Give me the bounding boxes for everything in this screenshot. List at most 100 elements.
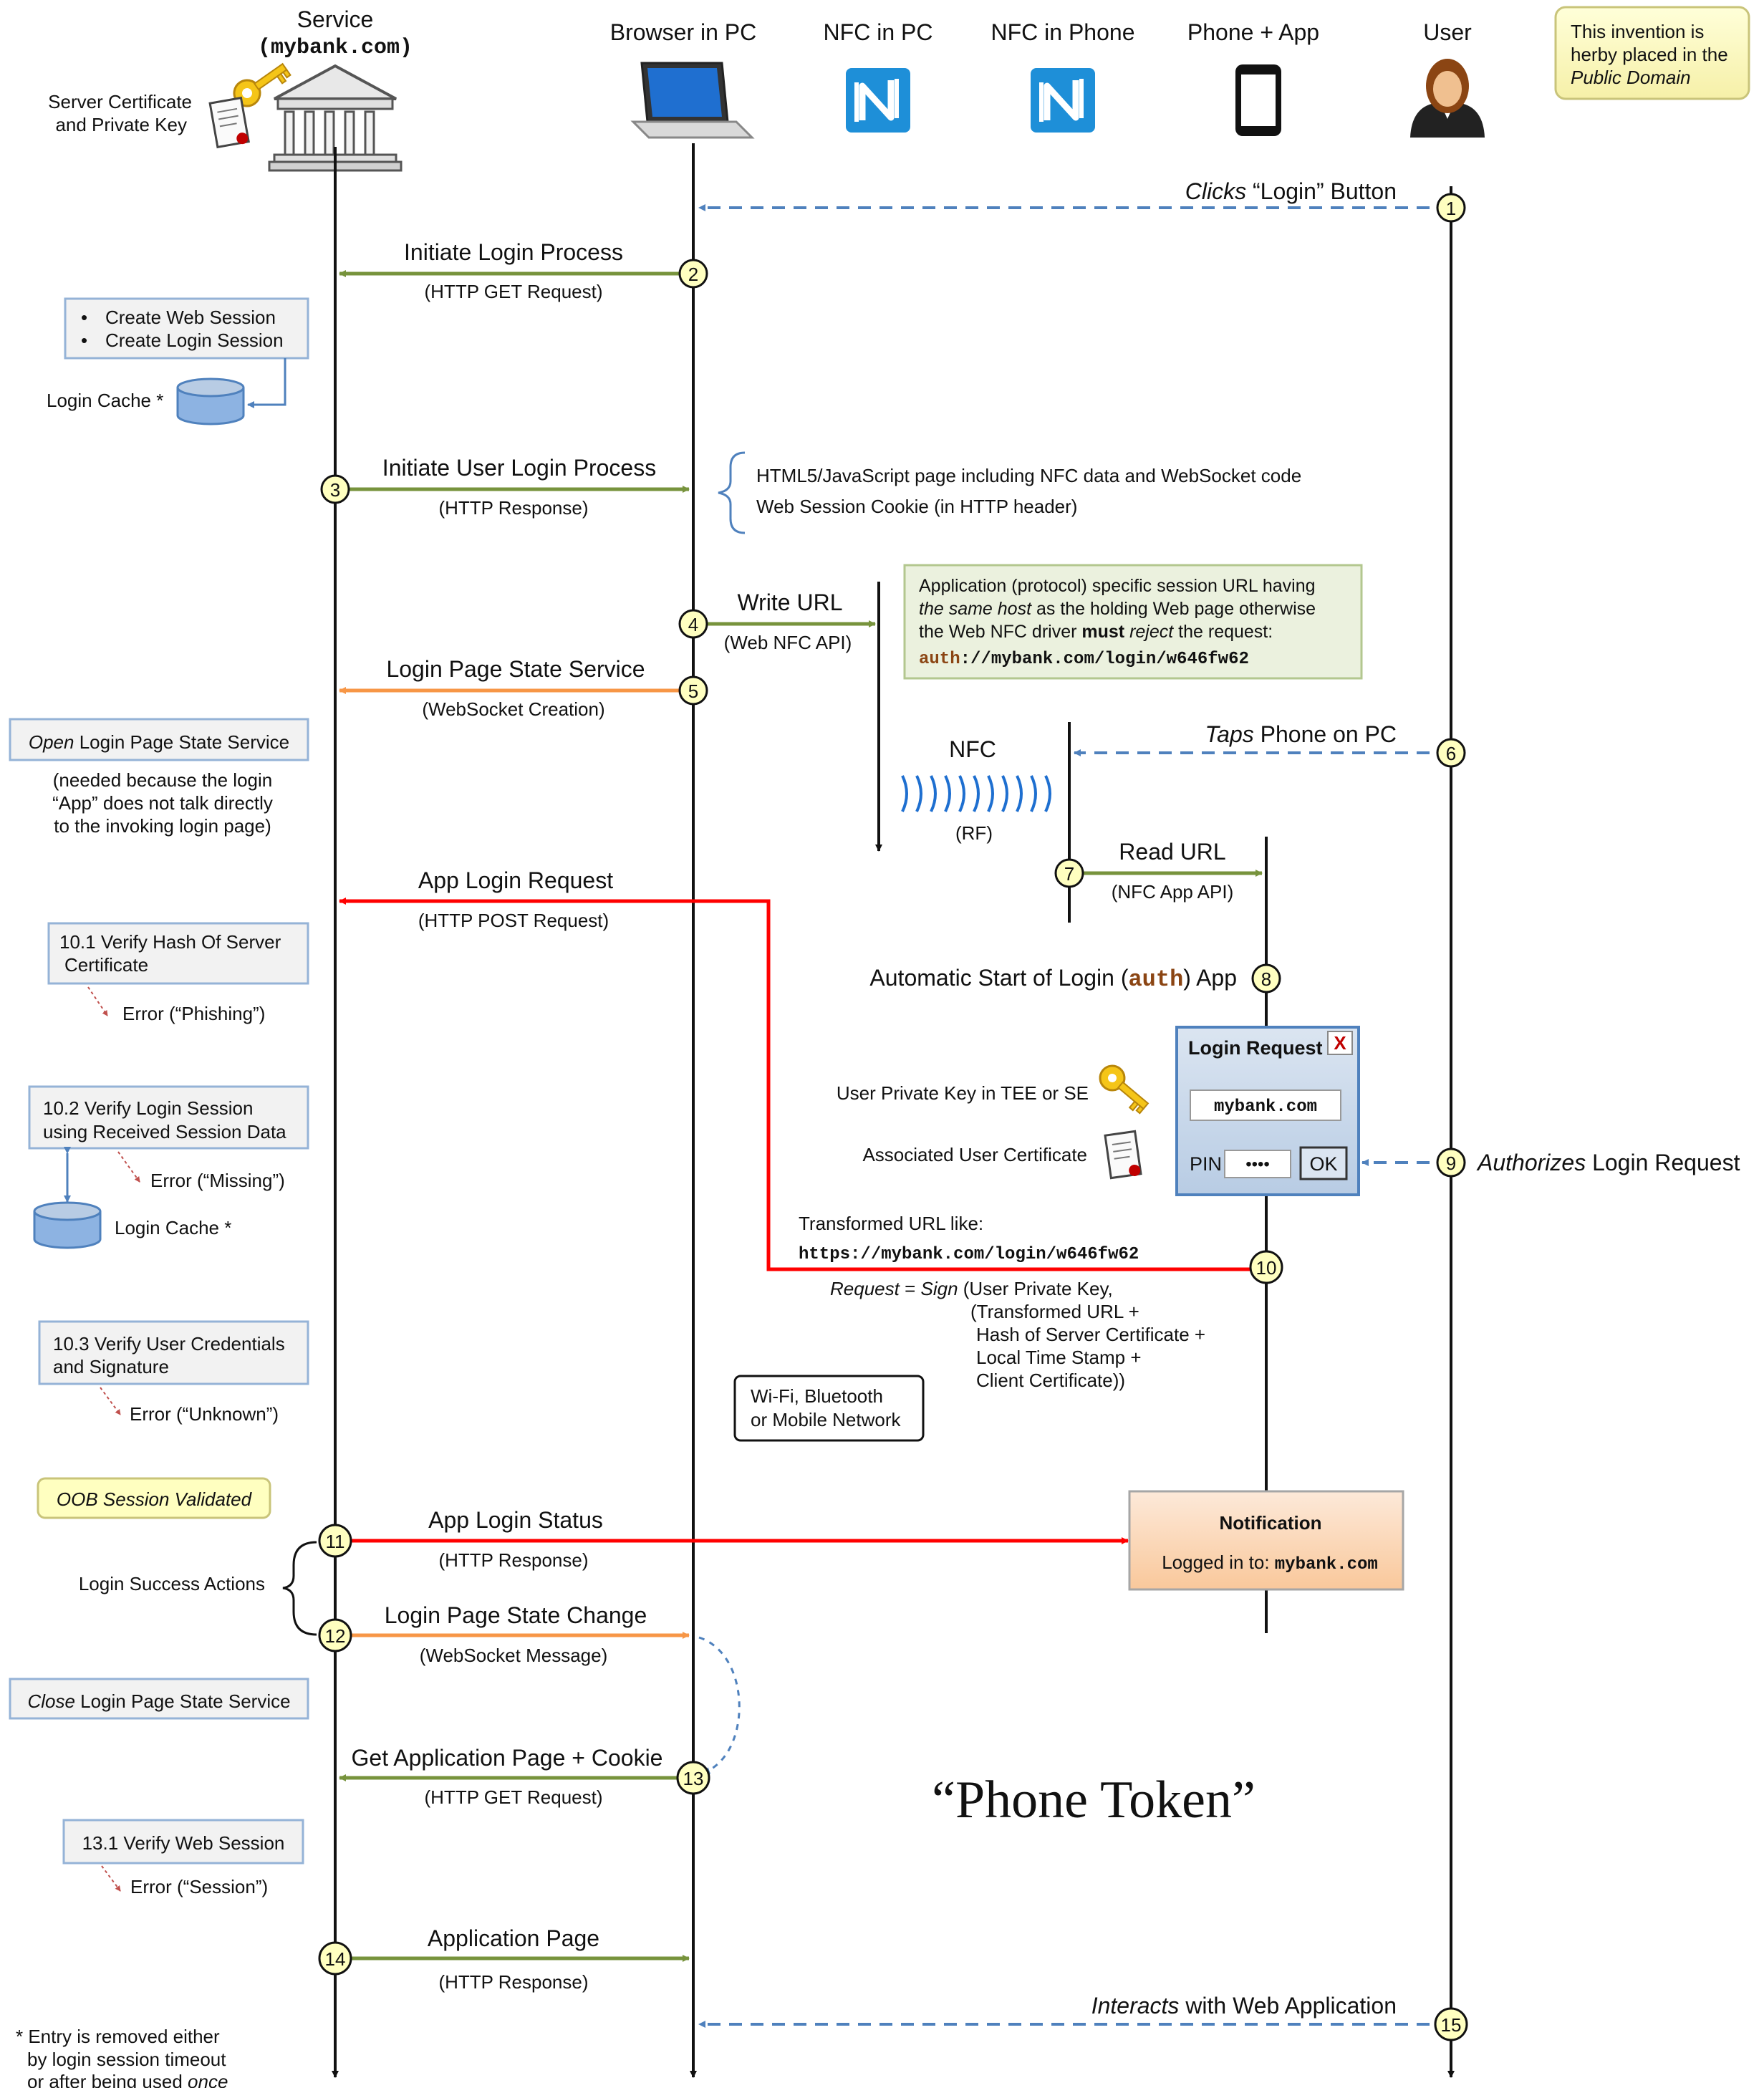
login-cache-label-2: Login Cache * [115, 1217, 231, 1238]
svg-text:the same host as the holding W: the same host as the holding Web page ot… [919, 599, 1316, 619]
svg-text:15: 15 [1441, 2014, 1462, 2036]
svg-text:Public Domain: Public Domain [1571, 67, 1691, 88]
step-markers: 1 2 3 4 5 6 7 8 9 10 11 12 13 14 15 [318, 193, 1468, 2041]
step-3-marker: 3 [320, 474, 350, 504]
svg-text:5: 5 [688, 680, 698, 702]
server-cert-label-1: Server Certificate [48, 91, 192, 112]
step-10-sub: (HTTP POST Request) [418, 910, 609, 931]
step-2-sub: (HTTP GET Request) [425, 281, 603, 302]
step-1-label: Clicks “Login” Button [1185, 178, 1397, 204]
svg-text:3: 3 [330, 479, 340, 501]
step-13-label: Get Application Page + Cookie [352, 1745, 663, 1771]
diagram-title: “Phone Token” [932, 1771, 1255, 1829]
svg-text:Wi-Fi, Bluetooth: Wi-Fi, Bluetooth [751, 1385, 883, 1407]
svg-text:mybank.com: mybank.com [1214, 1097, 1317, 1117]
svg-text:Create Login Session: Create Login Session [105, 329, 284, 351]
svg-text:10: 10 [1256, 1257, 1277, 1279]
error-unknown-arrow [100, 1387, 121, 1415]
svg-text:8: 8 [1261, 968, 1271, 990]
message-arrows [335, 204, 1451, 2028]
login-cache-db-icon [176, 377, 245, 425]
nfc-phone-icon [1031, 68, 1095, 133]
response-content-1: HTML5/JavaScript page including NFC data… [756, 465, 1301, 486]
svg-text:4: 4 [688, 614, 698, 635]
server-certificate-icon [208, 96, 250, 149]
step-10-marker: 10 [1249, 1250, 1283, 1284]
network-box: Wi-Fi, Bluetooth or Mobile Network [733, 1375, 925, 1442]
transformed-url: https://mybank.com/login/w646fw62 [799, 1245, 1139, 1264]
step-4-sub: (Web NFC API) [724, 632, 852, 653]
nfc-pc-icon [846, 68, 910, 133]
pin-input[interactable] [1224, 1150, 1291, 1178]
user-label: User [1423, 19, 1472, 45]
step-12-sub: (WebSocket Message) [420, 1645, 608, 1666]
step-11-sub: (HTTP Response) [438, 1549, 588, 1571]
nfc-phone-label: NFC in Phone [991, 19, 1135, 45]
footnote: * Entry is removed either by login sessi… [16, 2026, 228, 2088]
svg-text:10.3 Verify User Credentials: 10.3 Verify User Credentials [53, 1333, 285, 1355]
login-request-dialog: Login Request X mybank.com PIN •••• OK [1175, 1026, 1360, 1196]
step-1-marker: 1 [1436, 193, 1466, 223]
step-5-sub: (WebSocket Creation) [422, 698, 604, 720]
pin-label: PIN [1190, 1153, 1222, 1175]
step-15-marker: 15 [1434, 2007, 1468, 2041]
lpss-note-1: (needed because the login [53, 769, 272, 791]
svg-text:Request = Sign (User Private K: Request = Sign (User Private Key, [830, 1278, 1113, 1299]
open-lpss-box: Open Login Page State Service [9, 718, 309, 761]
svg-text:9: 9 [1446, 1153, 1456, 1174]
error-missing: Error (“Missing”) [150, 1170, 285, 1191]
service-label: Service [297, 6, 374, 32]
step-11-marker: 11 [318, 1524, 352, 1558]
svg-text:Close Login Page State Service: Close Login Page State Service [27, 1690, 290, 1712]
step-6-marker: 6 [1436, 738, 1466, 768]
svg-text:13.1 Verify Web Session: 13.1 Verify Web Session [82, 1832, 285, 1854]
error-unknown: Error (“Unknown”) [130, 1403, 279, 1425]
rf-label: (RF) [955, 822, 993, 844]
svg-text:10.1 Verify Hash Of Server: 10.1 Verify Hash Of Server [59, 931, 281, 953]
svg-text:2: 2 [688, 264, 698, 285]
step-2-marker: 2 [678, 259, 708, 289]
session-box: • Create Web Session • Create Login Sess… [64, 297, 309, 360]
step-14-sub: (HTTP Response) [438, 1971, 588, 1993]
svg-text:Create Web Session: Create Web Session [105, 307, 276, 328]
svg-text:or after being used once: or after being used once [27, 2071, 228, 2088]
nfc-label: NFC [949, 736, 996, 762]
svg-text:auth://mybank.com/login/w646fw: auth://mybank.com/login/w646fw62 [919, 650, 1249, 669]
svg-text:••••: •••• [1245, 1155, 1270, 1174]
step-14-label: Application Page [428, 1925, 599, 1951]
step-7-sub: (NFC App API) [1112, 881, 1234, 903]
error-phishing-arrow [87, 986, 108, 1016]
svg-text:This invention is: This invention is [1571, 21, 1704, 42]
error-missing-arrow [117, 1151, 140, 1183]
dialog-close-button[interactable] [1327, 1031, 1353, 1055]
login-success-actions: Login Success Actions [79, 1573, 265, 1594]
login-cache-label: Login Cache * [47, 390, 163, 411]
svg-text:Client Certificate)): Client Certificate)) [976, 1370, 1125, 1391]
step-15-label: Interacts with Web Application [1091, 1993, 1397, 2019]
associated-cert-label: Associated User Certificate [862, 1144, 1087, 1165]
laptop-icon [630, 62, 755, 139]
svg-text:Hash of Server Certificate +: Hash of Server Certificate + [976, 1324, 1205, 1345]
ok-button[interactable] [1299, 1146, 1348, 1180]
svg-text:(Transformed URL +: (Transformed URL + [970, 1301, 1139, 1322]
step-4-label: Write URL [738, 590, 843, 615]
step-13-marker: 13 [676, 1761, 710, 1795]
step-9-marker: 9 [1436, 1148, 1466, 1178]
user-certificate-icon [1104, 1130, 1142, 1180]
lpss-note-3: to the invoking login page) [54, 815, 271, 837]
session-to-cache-arrow [247, 358, 286, 408]
step-12-marker: 12 [318, 1618, 352, 1652]
svg-text:Certificate: Certificate [64, 954, 148, 976]
step-13-sub: (HTTP GET Request) [425, 1786, 603, 1808]
step-11-label: App Login Status [428, 1507, 603, 1533]
public-domain-note: This invention is herby placed in the Pu… [1554, 6, 1750, 100]
user-private-key-label: User Private Key in TEE or SE [837, 1082, 1089, 1104]
svg-text:14: 14 [325, 1948, 346, 1970]
svg-text:herby placed in the: herby placed in the [1571, 44, 1728, 65]
login-dialog-title: Login Request [1188, 1037, 1323, 1059]
verify-13-1-box: 13.1 Verify Web Session [62, 1819, 304, 1865]
browser-label: Browser in PC [610, 19, 757, 45]
step-7-marker: 7 [1054, 858, 1084, 888]
nfc-pc-label: NFC in PC [824, 19, 933, 45]
svg-text:Application (protocol) specifi: Application (protocol) specific session … [919, 576, 1316, 596]
